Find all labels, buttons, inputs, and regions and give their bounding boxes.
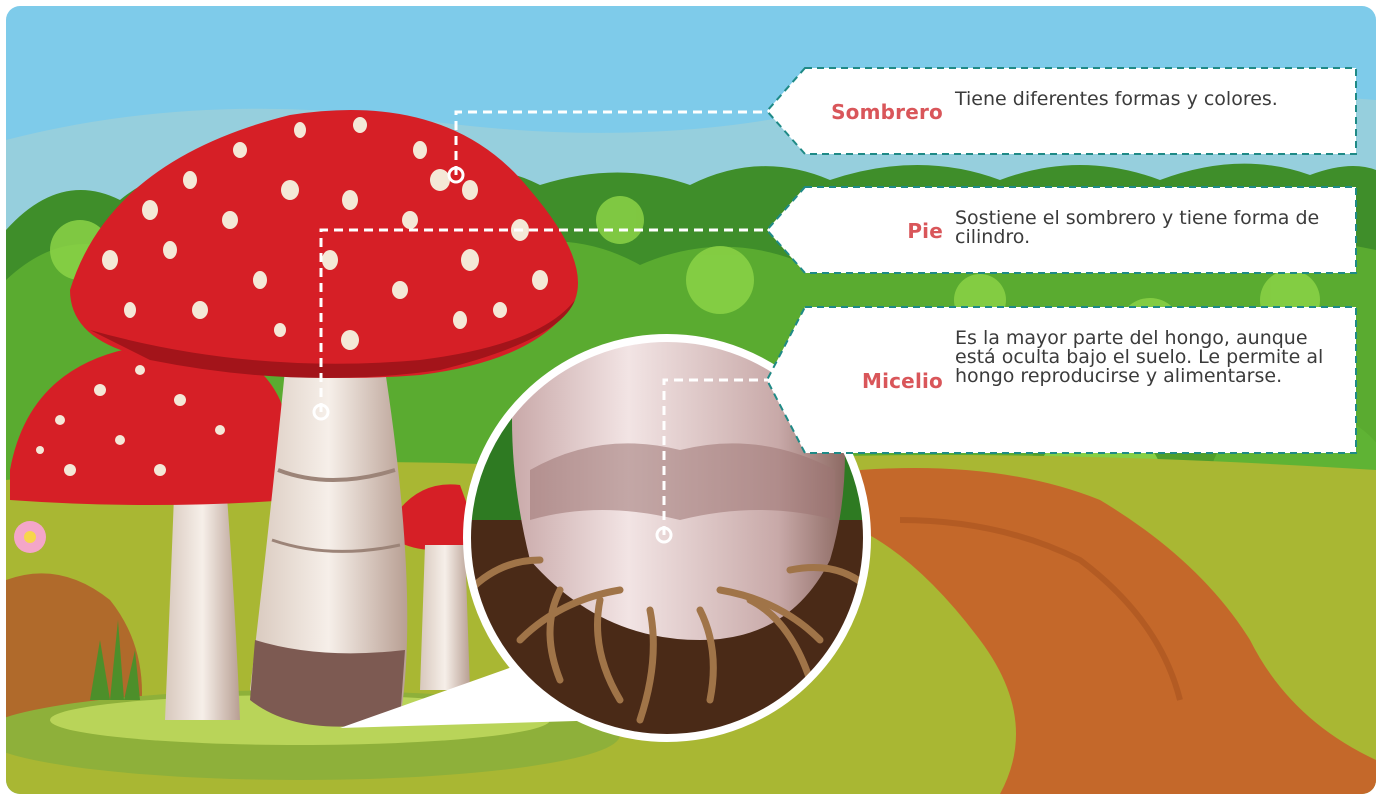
term-description: Es la mayor parte del hongo, aunque está… (955, 329, 1344, 386)
callout-sombrero: Sombrero Tiene diferentes formas y color… (765, 66, 1358, 156)
term-description: Sostiene el sombrero y tiene forma de ci… (955, 209, 1344, 247)
term-label: Sombrero (765, 100, 943, 124)
term-label: Pie (765, 219, 943, 243)
callout-micelio: Micelio Es la mayor parte del hongo, aun… (765, 305, 1358, 455)
term-label: Micelio (765, 369, 943, 393)
term-description: Tiene diferentes formas y colores. (955, 90, 1344, 109)
flower-icon (14, 521, 46, 553)
callout-pie: Pie Sostiene el sombrero y tiene forma d… (765, 185, 1358, 275)
